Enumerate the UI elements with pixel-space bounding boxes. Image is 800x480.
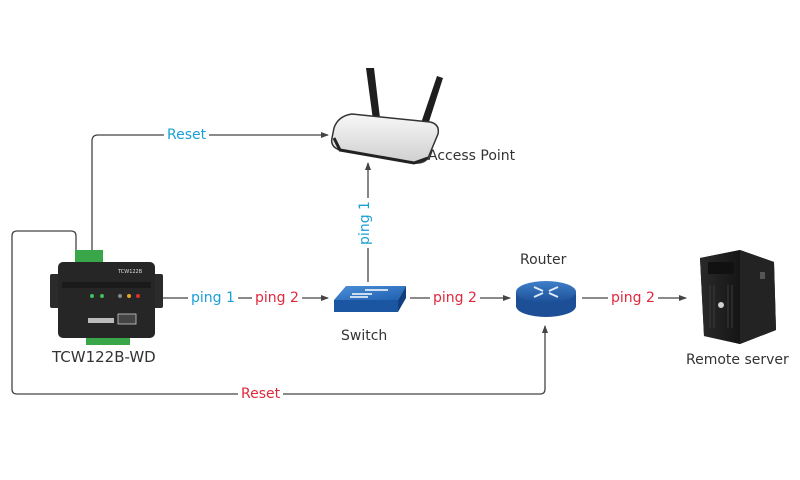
edge-label-ping2-switch-router: ping 2 [430,290,480,306]
server-label: Remote server [686,352,789,368]
edge-label-ping1-device: ping 1 [188,290,238,306]
edge-label-reset-router: Reset [238,386,284,402]
tower-server-icon [700,250,776,344]
edge-device-reset-ap [91,132,329,258]
router-icon [516,281,576,317]
device-model-badge: TCW122B [117,269,143,275]
edge-label-ping2-router-server: ping 2 [608,290,658,306]
edge-device-reset-router [11,230,548,395]
device-label: TCW122B-WD [52,348,156,366]
wireless-access-point-icon [330,68,443,165]
edge-label-reset-ap: Reset [164,127,210,143]
network-switch-icon [334,286,406,312]
router-label: Router [520,252,567,268]
edge-label-ping2-device: ping 2 [252,290,302,306]
access-point-label: Access Point [428,148,516,164]
switch-label: Switch [341,328,388,344]
controller-device-icon: TCW122B [50,250,163,345]
edge-label-ping1-switch-ap: ping 1 [356,198,373,248]
